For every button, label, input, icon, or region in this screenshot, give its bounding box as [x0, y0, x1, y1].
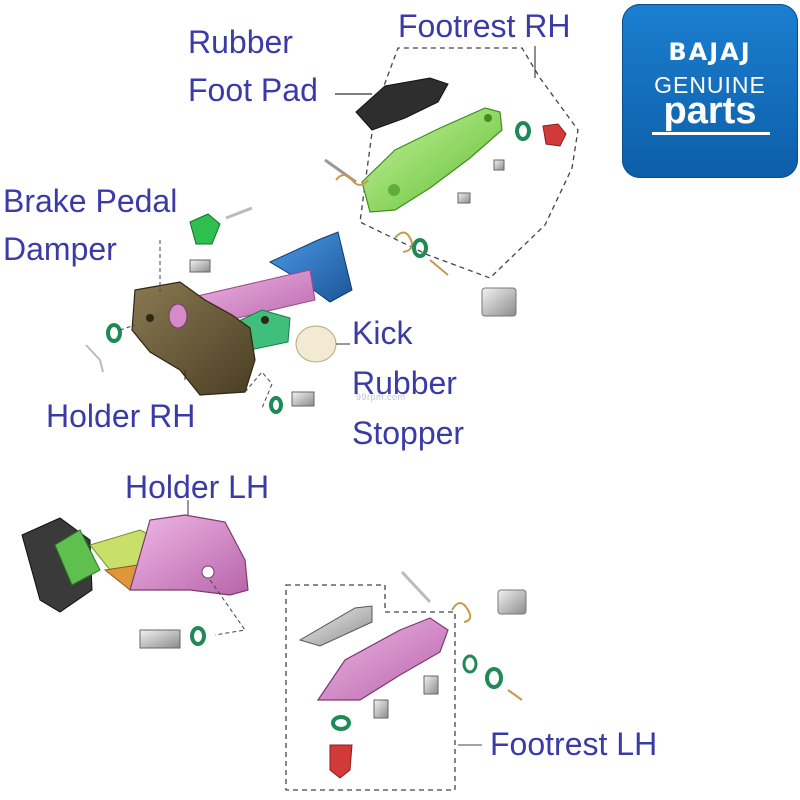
watermark: 99rpm.com [356, 392, 406, 402]
logo-underline [652, 132, 770, 135]
rubber-cap-lh [329, 744, 353, 779]
bajaj-genuine-parts-logo: BAJAJ GENUINE parts [622, 4, 798, 178]
logo-genuine: GENUINE [654, 72, 766, 98]
footrest-rh-boundary [359, 47, 579, 279]
washer-rh-1 [515, 121, 531, 141]
footrest-rh-assembly [324, 46, 579, 317]
rubber-cap-rh [542, 123, 567, 147]
holder-lh-part [129, 514, 249, 596]
kick-rubber-stopper-part [295, 325, 337, 363]
footrest-lh-boundary [285, 584, 456, 791]
rubber-foot-pad-part [355, 77, 449, 131]
holder-rh-assembly [85, 206, 353, 414]
holder-lh-assembly [21, 500, 249, 649]
holder-rh-part [131, 281, 256, 396]
label-rubber-foot-pad: Rubber Foot Pad [188, 24, 318, 108]
label-footrest-rh: Footrest RH [398, 8, 571, 44]
label-footrest-lh: Footrest LH [490, 726, 658, 762]
label-holder-lh: Holder LH [125, 469, 270, 505]
label-holder-rh: Holder RH [46, 398, 196, 434]
footrest-lh-part [316, 617, 449, 701]
logo-parts: parts [663, 90, 757, 132]
brake-pedal-damper-part [189, 213, 221, 245]
label-brake-pedal-damper: Brake Pedal Damper [3, 183, 178, 267]
logo-brand: BAJAJ [668, 38, 752, 66]
footrest-lh-assembly [285, 570, 527, 791]
label-kick-rubber-stopper: Kick Rubber Stopper [352, 315, 465, 451]
